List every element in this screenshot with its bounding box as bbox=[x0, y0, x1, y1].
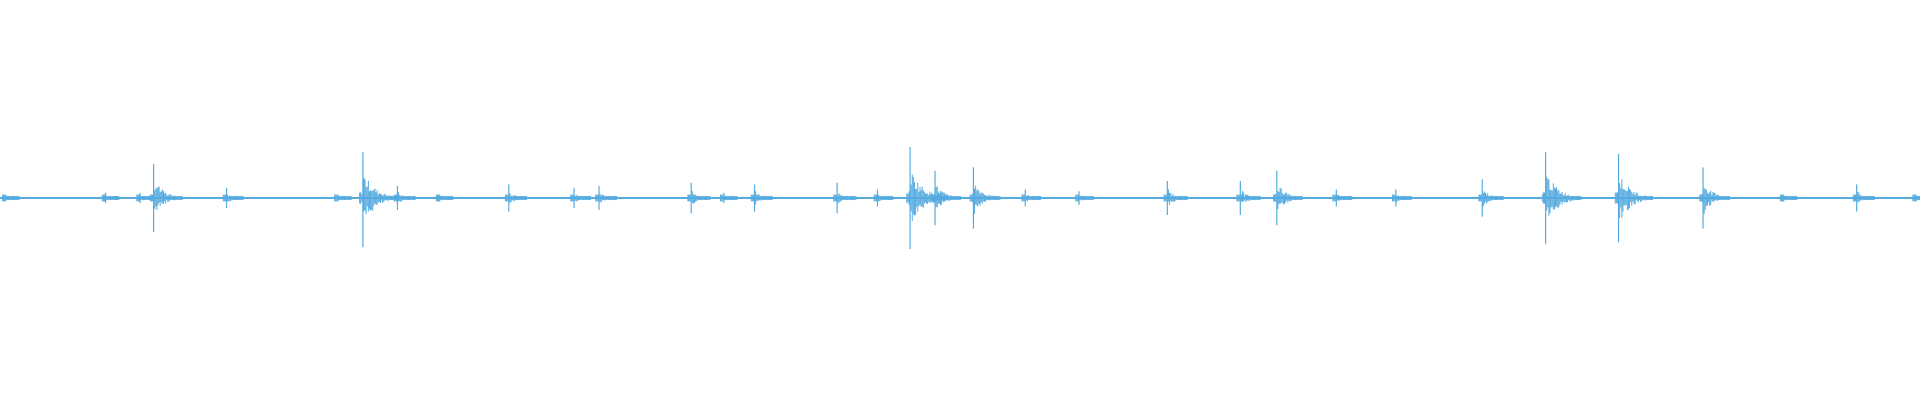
waveform-group bbox=[0, 147, 1920, 249]
waveform-transient bbox=[873, 189, 894, 207]
waveform-transient bbox=[1236, 181, 1261, 215]
waveform-transient bbox=[222, 187, 244, 209]
waveform-transient bbox=[1912, 194, 1920, 202]
waveform-transient bbox=[101, 192, 120, 204]
waveform-transient bbox=[1541, 152, 1582, 244]
waveform-transient bbox=[359, 152, 399, 248]
waveform-transient bbox=[1614, 153, 1654, 243]
waveform-transient bbox=[750, 184, 773, 212]
waveform-transient bbox=[1075, 191, 1094, 205]
waveform-transient bbox=[149, 164, 183, 232]
waveform-transient bbox=[1392, 189, 1412, 207]
waveform-transient bbox=[720, 192, 738, 204]
waveform-transient bbox=[435, 194, 454, 202]
waveform-transient bbox=[969, 167, 1001, 229]
waveform-transient bbox=[1273, 170, 1303, 226]
waveform-transient bbox=[833, 182, 857, 214]
waveform-transient bbox=[595, 186, 618, 210]
waveform-transient bbox=[393, 186, 416, 210]
waveform-transient bbox=[1332, 189, 1353, 207]
waveform-transient bbox=[505, 184, 527, 212]
waveform-transient bbox=[570, 187, 592, 209]
waveform-transient bbox=[1, 194, 20, 202]
waveform-transient bbox=[1699, 167, 1730, 229]
waveform-transient bbox=[1163, 181, 1188, 215]
waveform-transient bbox=[1478, 179, 1504, 217]
waveform-transient bbox=[1852, 184, 1875, 212]
waveform-transient bbox=[1021, 189, 1042, 207]
waveform-transient bbox=[334, 194, 352, 202]
waveform-transient bbox=[687, 182, 711, 214]
waveform-transient bbox=[931, 170, 961, 226]
waveform-transient bbox=[1779, 194, 1798, 202]
